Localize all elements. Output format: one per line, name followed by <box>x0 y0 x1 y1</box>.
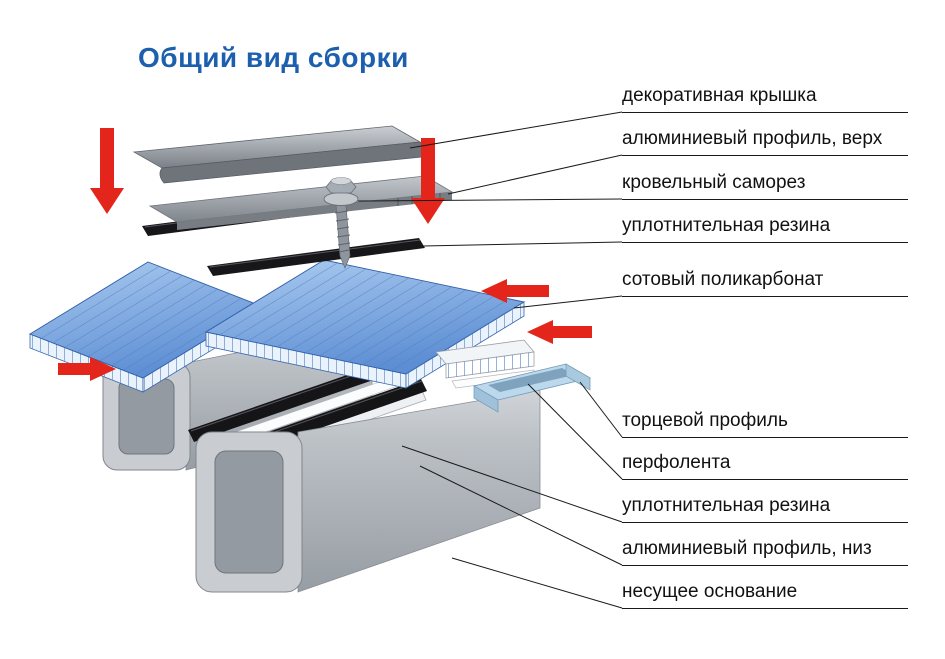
arrow-left-lower-icon <box>527 320 592 344</box>
decorative-cap-part <box>132 125 425 184</box>
label-decorative-cap: декоративная крышка <box>622 84 908 113</box>
label-cellular-polycarbonate: сотовый поликарбонат <box>622 268 908 297</box>
label-sealing-rubber-top: уплотнительная резина <box>622 214 908 243</box>
assembly-arrows <box>58 128 592 381</box>
label-aluminum-profile-bottom: алюминиевый профиль, низ <box>622 537 908 566</box>
leader-lines <box>357 111 623 609</box>
arrow-down-right-icon <box>411 138 445 224</box>
aluminum-profile-top-part <box>148 175 454 230</box>
label-roofing-screw: кровельный саморез <box>622 171 908 200</box>
label-sealing-rubber-bottom: уплотнительная резина <box>622 494 908 523</box>
arrow-right-icon <box>58 357 116 381</box>
support-base-front-tube <box>195 389 541 593</box>
arrow-down-left-icon <box>90 128 124 214</box>
end-profile-part <box>472 363 592 413</box>
label-perforated-tape: перфолента <box>622 451 908 480</box>
panel-end-section <box>435 339 535 379</box>
polycarbonate-panel-right <box>204 259 526 389</box>
label-aluminum-profile-top: алюминиевый профиль, верх <box>622 127 908 156</box>
label-load-bearing-base: несущее основание <box>622 580 908 609</box>
label-end-profile: торцевой профиль <box>622 409 908 438</box>
arrow-left-upper-icon <box>481 279 549 303</box>
diagram-title: Общий вид сборки <box>138 42 409 73</box>
roofing-screw-part <box>323 177 359 269</box>
